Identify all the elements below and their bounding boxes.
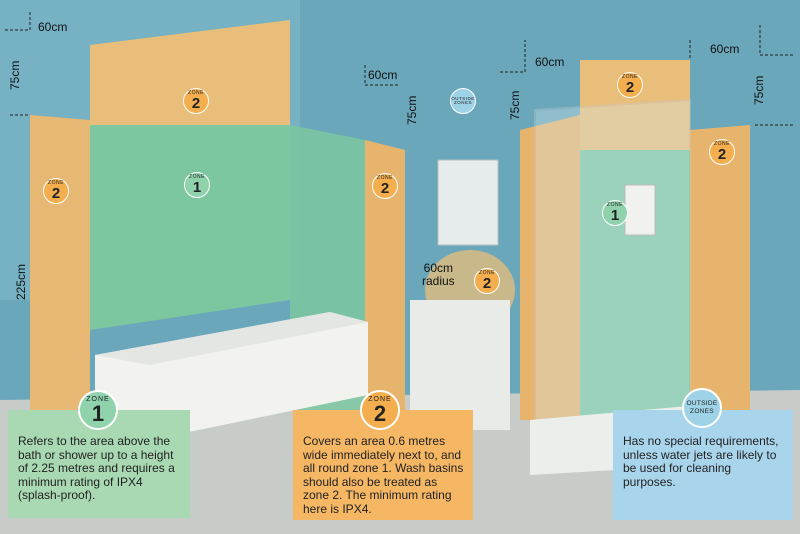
dim-shower-right-width: 60cm: [710, 42, 740, 56]
shower-enclosure: [534, 98, 691, 432]
dim-shower-right-height: 75cm: [752, 75, 766, 105]
outside-zones-panel-badge: OUTSIDE ZONES: [682, 388, 722, 428]
zone2-description: Covers an area 0.6 metres wide immediate…: [303, 434, 464, 516]
zone2-left-strip: [30, 115, 90, 410]
dim-top-left-width: 60cm: [38, 20, 68, 34]
zone1-description: Refers to the area above the bath or sho…: [18, 434, 175, 502]
zone2-shower-right: [690, 125, 750, 410]
mirror: [437, 159, 499, 246]
zone2-top-left: [90, 20, 290, 125]
zone1-badge-bath: ZONE 1: [184, 172, 210, 198]
zone2-badge-basin: ZONE 2: [474, 268, 500, 294]
dim-left-full-height: 225cm: [14, 263, 28, 300]
outside-zones-info-panel: Has no special requirements, unless wate…: [613, 410, 793, 520]
zone1-panel-badge: ZONE 1: [78, 390, 118, 430]
dim-top-left-height: 75cm: [8, 60, 22, 90]
dim-shower-left-width: 60cm: [535, 55, 565, 69]
outside-zones-badge-scene: OUTSIDE ZONES: [450, 88, 476, 114]
zone2-panel-badge: ZONE 2: [360, 390, 400, 430]
dim-basin-height: 75cm: [405, 95, 419, 125]
dim-shower-left-height: 75cm: [508, 90, 522, 120]
zone2-shower-left: [520, 115, 580, 420]
dim-basin-width: 60cm: [368, 68, 398, 82]
shower-unit: [624, 184, 656, 236]
zone2-badge-shower-right: ZONE 2: [709, 139, 735, 165]
zone1-badge-shower: ZONE 1: [602, 200, 628, 226]
zone2-bath-right: [365, 140, 405, 420]
zone2-badge-shower-top: ZONE 2: [617, 72, 643, 98]
zone2-badge-bath-right: ZONE 2: [372, 173, 398, 199]
dimension-guides: [5, 10, 795, 126]
zone2-badge-top-left: ZONE 2: [183, 88, 209, 114]
basin-radius-label: 60cm radius: [422, 261, 455, 288]
outside-zones-description: Has no special requirements, unless wate…: [623, 434, 779, 489]
basin-cabinet: [410, 300, 510, 430]
zone1-bath-area: [90, 125, 290, 330]
zone2-badge-left: ZONE 2: [43, 178, 69, 204]
zone2-shower-top: [580, 60, 690, 150]
